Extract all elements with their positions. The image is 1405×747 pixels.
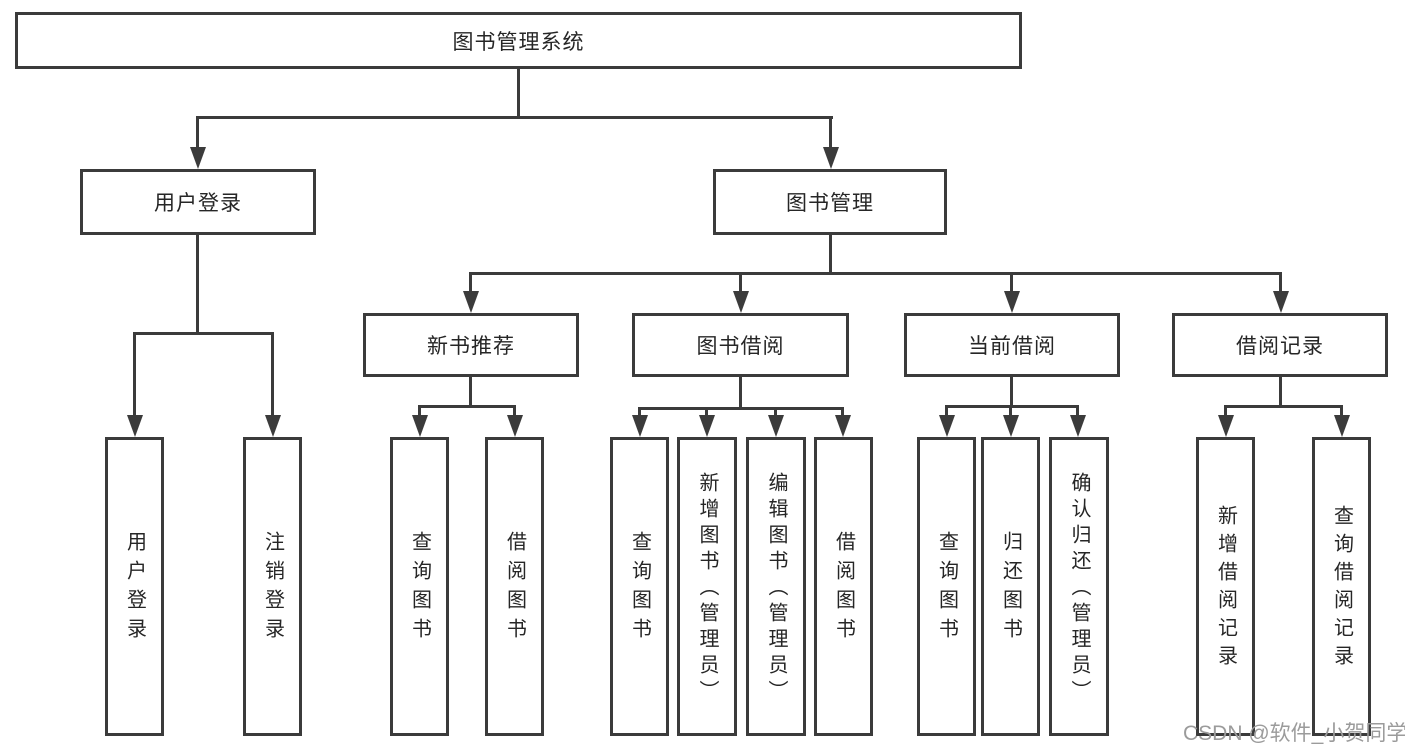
node-book-borrow: 图书借阅	[632, 313, 849, 377]
connector-to-cb-query	[945, 405, 948, 417]
leaf-borrow-add-books-admin-label: 新增图书（管理员）	[696, 471, 718, 706]
leaf-borrow-edit-books-admin: 编辑图书（管理员）	[746, 437, 806, 736]
arrowhead-br-query-icon	[1334, 415, 1350, 437]
arrowhead-leaf-logout-icon	[265, 415, 281, 437]
arrowhead-nb-borrow-icon	[507, 415, 523, 437]
leaf-current-return-books: 归还图书	[981, 437, 1040, 736]
connector-user-login-stem	[196, 235, 199, 335]
leaf-newbook-query-books: 查询图书	[390, 437, 449, 736]
leaf-current-return-books-label: 归还图书	[999, 530, 1022, 647]
leaf-records-add-record: 新增借阅记录	[1196, 437, 1255, 736]
connector-to-bb-add	[705, 407, 708, 417]
leaf-records-query-record: 查询借阅记录	[1312, 437, 1371, 736]
leaf-current-query-books: 查询图书	[917, 437, 976, 736]
leaf-borrow-edit-books-admin-label: 编辑图书（管理员）	[765, 471, 787, 706]
arrowhead-bb-add-icon	[699, 415, 715, 437]
node-root-library-system: 图书管理系统	[15, 12, 1022, 69]
arrowhead-bb-borrow-icon	[835, 415, 851, 437]
connector-to-book-management	[829, 116, 832, 149]
connector-to-leaf-user-login	[133, 332, 136, 417]
connector-book-borrow-stem	[739, 377, 742, 410]
connector-to-cb-confirm	[1076, 405, 1079, 417]
csdn-watermark: CSDN @软件_小贺同学	[1183, 722, 1405, 745]
connector-to-bb-borrow	[841, 407, 844, 417]
connector-to-nb-borrow	[513, 405, 516, 417]
node-user-login-label: 用户登录	[154, 192, 242, 215]
node-book-management-label: 图书管理	[786, 192, 874, 215]
connector-to-br-query	[1340, 405, 1343, 417]
connector-to-borrow-records	[1279, 272, 1282, 294]
node-new-book-recommend-label: 新书推荐	[427, 335, 515, 358]
arrowhead-book-borrow-icon	[733, 291, 749, 313]
connector-borrow-records-rail	[1224, 405, 1342, 408]
leaf-logout-label: 注销登录	[261, 530, 284, 647]
connector-book-borrow-rail	[638, 407, 844, 410]
connector-to-book-borrow	[739, 272, 742, 294]
node-book-borrow-label: 图书借阅	[696, 335, 785, 358]
arrowhead-nb-query-icon	[412, 415, 428, 437]
connector-user-login-rail	[133, 332, 274, 335]
leaf-borrow-borrow-books: 借阅图书	[814, 437, 873, 736]
leaf-records-query-record-label: 查询借阅记录	[1330, 504, 1353, 673]
connector-root-stem	[517, 68, 520, 118]
leaf-borrow-add-books-admin: 新增图书（管理员）	[677, 437, 737, 736]
connector-current-borrow-stem	[1010, 377, 1013, 408]
arrowhead-borrow-records-icon	[1273, 291, 1289, 313]
leaf-records-add-record-label: 新增借阅记录	[1214, 504, 1237, 673]
arrowhead-user-login-icon	[190, 147, 206, 169]
arrowhead-bb-query-icon	[632, 415, 648, 437]
connector-root-rail	[196, 116, 833, 119]
connector-new-book-stem	[469, 377, 472, 408]
leaf-newbook-borrow-books-label: 借阅图书	[503, 530, 526, 647]
connector-current-borrow-rail	[945, 405, 1079, 408]
leaf-borrow-query-books-label: 查询图书	[628, 530, 651, 647]
connector-new-book-rail	[418, 405, 516, 408]
connector-to-current-borrow	[1010, 272, 1013, 294]
node-current-borrow: 当前借阅	[904, 313, 1120, 377]
connector-borrow-records-stem	[1279, 377, 1282, 408]
node-borrow-records: 借阅记录	[1172, 313, 1388, 377]
connector-book-management-rail	[469, 272, 1282, 275]
connector-to-br-add	[1224, 405, 1227, 417]
arrowhead-br-add-icon	[1218, 415, 1234, 437]
arrowhead-leaf-user-login-icon	[127, 415, 143, 437]
leaf-borrow-query-books: 查询图书	[610, 437, 669, 736]
leaf-newbook-borrow-books: 借阅图书	[485, 437, 544, 736]
arrowhead-current-borrow-icon	[1004, 291, 1020, 313]
connector-to-user-login	[196, 116, 199, 149]
leaf-user-login: 用户登录	[105, 437, 164, 736]
connector-book-management-stem	[829, 235, 832, 275]
node-current-borrow-label: 当前借阅	[968, 335, 1056, 358]
connector-to-bb-query	[638, 407, 641, 417]
arrowhead-cb-confirm-icon	[1070, 415, 1086, 437]
leaf-borrow-borrow-books-label: 借阅图书	[832, 530, 855, 647]
leaf-current-confirm-return-admin-label: 确认归还（管理员）	[1068, 471, 1090, 706]
connector-to-bb-edit	[774, 407, 777, 417]
connector-to-nb-query	[418, 405, 421, 417]
leaf-newbook-query-books-label: 查询图书	[408, 530, 431, 647]
arrowhead-book-management-icon	[823, 147, 839, 169]
node-borrow-records-label: 借阅记录	[1236, 335, 1324, 358]
node-user-login: 用户登录	[80, 169, 316, 235]
leaf-logout: 注销登录	[243, 437, 302, 736]
node-root-label: 图书管理系统	[452, 30, 585, 54]
node-book-management: 图书管理	[713, 169, 947, 235]
arrowhead-cb-return-icon	[1003, 415, 1019, 437]
leaf-user-login-label: 用户登录	[123, 530, 146, 647]
connector-to-new-book	[469, 272, 472, 294]
connector-to-cb-return	[1009, 405, 1012, 417]
connector-to-leaf-logout	[271, 332, 274, 417]
node-new-book-recommend: 新书推荐	[363, 313, 579, 377]
leaf-current-query-books-label: 查询图书	[935, 530, 958, 647]
arrowhead-bb-edit-icon	[768, 415, 784, 437]
arrowhead-cb-query-icon	[939, 415, 955, 437]
arrowhead-new-book-icon	[463, 291, 479, 313]
leaf-current-confirm-return-admin: 确认归还（管理员）	[1049, 437, 1109, 736]
